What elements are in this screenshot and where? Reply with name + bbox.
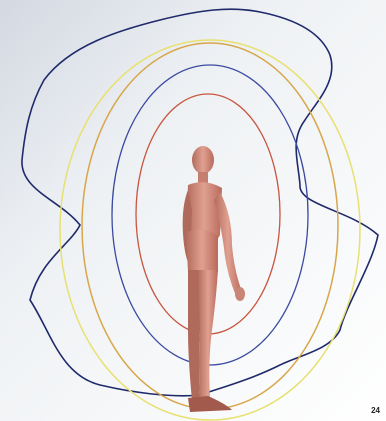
- corner-label: 24: [371, 406, 380, 415]
